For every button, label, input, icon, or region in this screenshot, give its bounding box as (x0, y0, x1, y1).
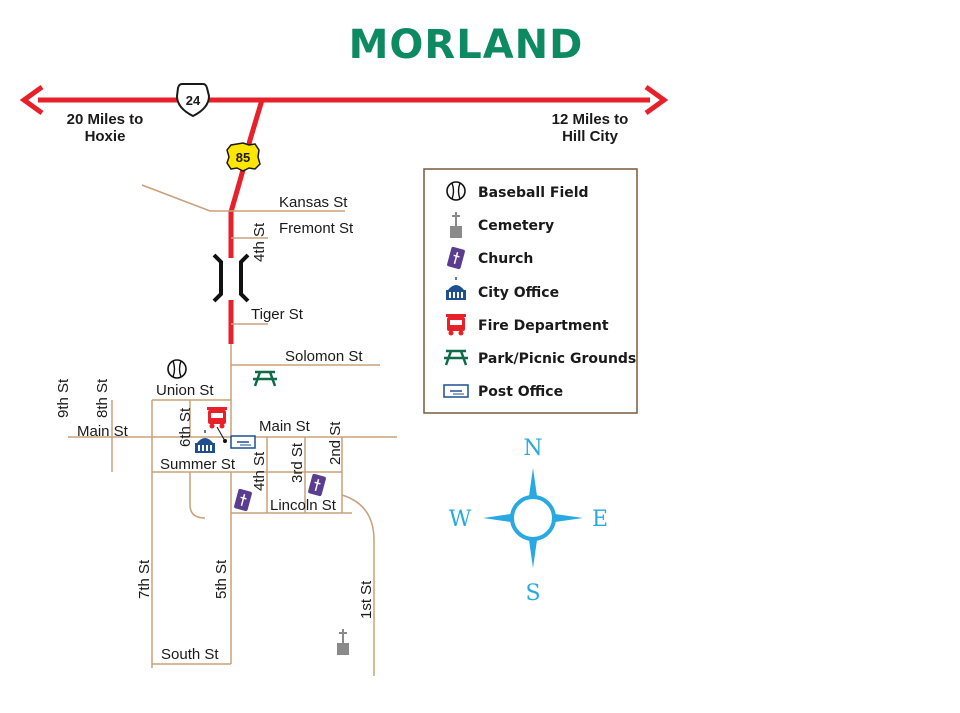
legend-label-church: Church (478, 251, 533, 267)
street-5th: 5th St (213, 559, 230, 599)
post-office-icon (443, 384, 469, 398)
map-title: MORLAND (349, 22, 584, 68)
picnic-icon (253, 370, 277, 387)
fire-department-icon (207, 407, 227, 429)
baseball-icon (446, 181, 466, 201)
street-kansas: Kansas St (279, 194, 348, 211)
ks-85-label: 85 (236, 150, 250, 165)
west-destination-line2: Hoxie (85, 128, 126, 145)
street-main-west: Main St (77, 423, 129, 440)
street-solomon: Solomon St (285, 348, 363, 365)
compass-west: W (449, 507, 472, 532)
compass-north: N (523, 436, 542, 461)
street-4th-north: 4th St (251, 222, 268, 262)
legend-label-post-office: Post Office (478, 384, 563, 400)
ks-85-shield: 85 (226, 142, 261, 172)
cemetery-icon (450, 212, 462, 238)
compass-south: S (525, 581, 540, 606)
street-4th-south: 4th St (251, 451, 268, 491)
legend-label-city-office: City Office (478, 285, 559, 301)
street-south: South St (161, 646, 219, 663)
legend: Baseball Field Cemetery Church City Offi… (423, 168, 638, 414)
baseball-icon (167, 359, 187, 379)
highway-24 (19, 84, 669, 116)
cemetery-icon (337, 629, 349, 655)
compass-rose: N S E W (449, 436, 608, 606)
street-summer: Summer St (160, 456, 236, 473)
church-icon (308, 473, 326, 497)
fire-department-icon (446, 314, 466, 336)
street-1st: 1st St (358, 580, 375, 619)
church-icon (234, 488, 252, 512)
street-8th: 8th St (94, 378, 111, 418)
legend-label-cemetery: Cemetery (478, 218, 554, 234)
legend-label-fire-department: Fire Department (478, 318, 609, 334)
street-network (68, 184, 397, 676)
city-office-icon (446, 277, 466, 300)
us-24-shield: 24 (175, 83, 211, 118)
east-destination-line1: 12 Miles to (552, 111, 629, 128)
west-destination-line1: 20 Miles to (67, 111, 144, 128)
street-main-east: Main St (259, 418, 311, 435)
street-2nd: 2nd St (327, 421, 344, 465)
city-office-icon (195, 430, 215, 453)
street-9th: 9th St (55, 378, 72, 418)
east-destination-line2: Hill City (562, 128, 618, 145)
us-24-label: 24 (186, 93, 201, 108)
picnic-icon (444, 349, 468, 366)
church-icon (447, 246, 465, 270)
legend-label-picnic: Park/Picnic Grounds (478, 351, 636, 367)
bridge-symbol (212, 253, 250, 303)
post-office-icon (230, 435, 256, 449)
street-lincoln: Lincoln St (270, 497, 337, 514)
street-union: Union St (156, 382, 214, 399)
compass-east: E (592, 507, 608, 532)
street-6th: 6th St (177, 407, 194, 447)
street-3rd: 3rd St (289, 442, 306, 483)
legend-label-baseball: Baseball Field (478, 185, 589, 201)
location-marker (216, 426, 227, 443)
street-fremont: Fremont St (279, 220, 354, 237)
street-tiger: Tiger St (251, 306, 304, 323)
street-7th: 7th St (136, 559, 153, 599)
